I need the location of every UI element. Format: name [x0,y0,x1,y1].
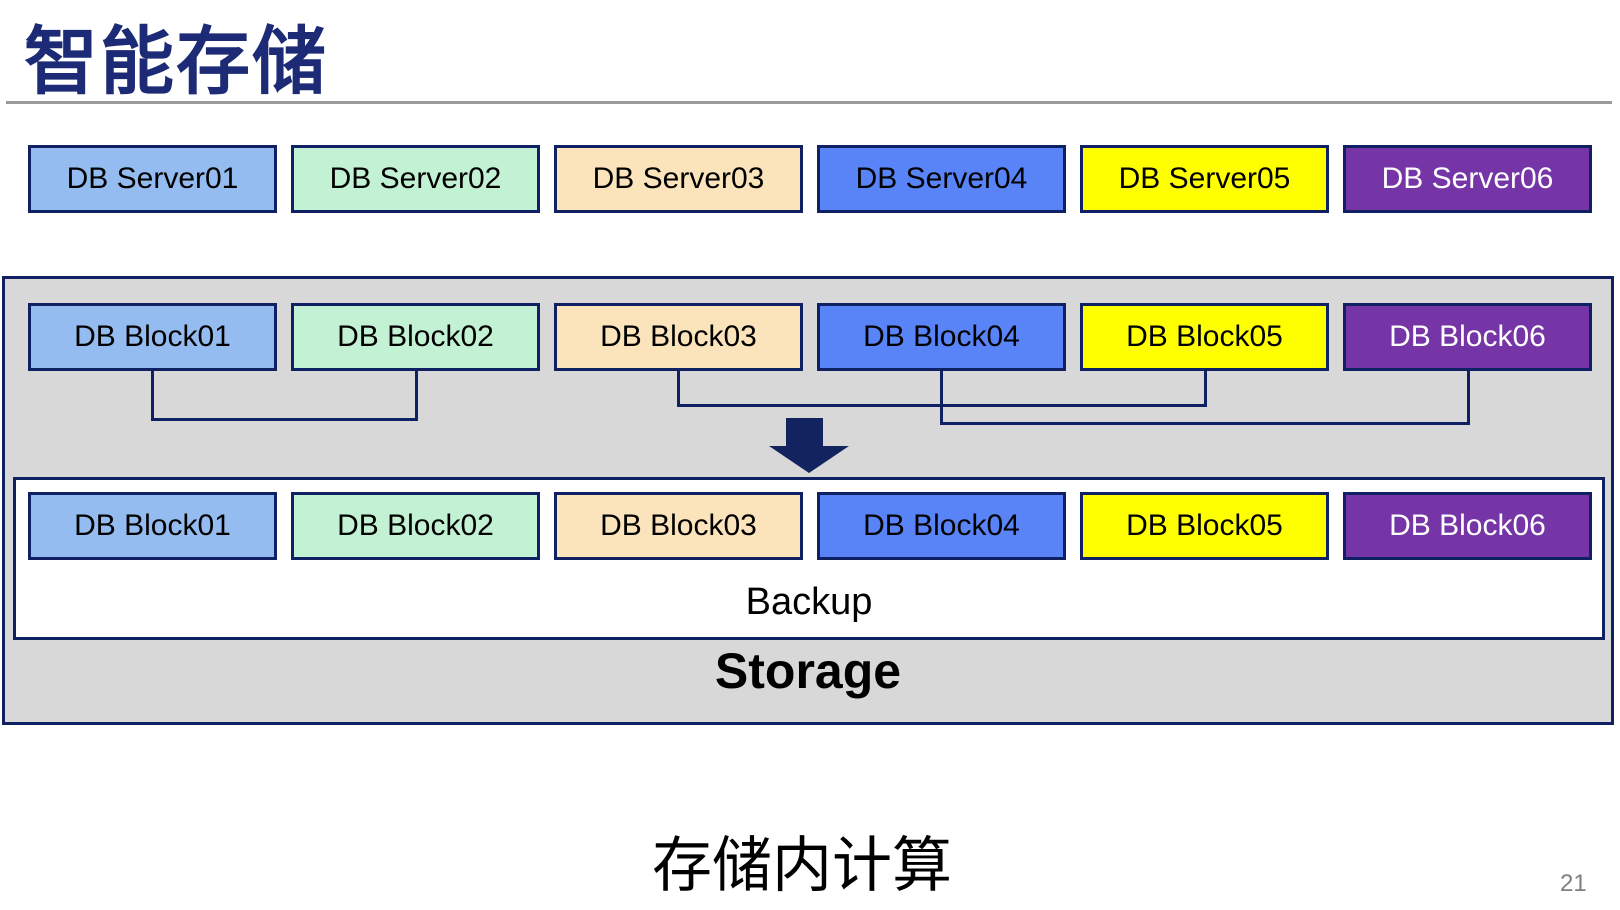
down-arrow-icon [769,446,849,473]
connector-bracket-block01-block02 [151,371,418,421]
backup-container [13,477,1605,640]
block-backup-box-5: DB Block05 [1080,492,1329,560]
down-arrow-icon [786,418,823,448]
block-backup-box-3: DB Block03 [554,492,803,560]
caption-line-1: 存储内计算 [652,832,952,899]
block-top-box-3: DB Block03 [554,303,803,371]
server-box-1: DB Server01 [28,145,277,213]
server-box-4: DB Server04 [817,145,1066,213]
server-box-3: DB Server03 [554,145,803,213]
server-box-6: DB Server06 [1343,145,1592,213]
block-top-box-6: DB Block06 [1343,303,1592,371]
block-top-box-4: DB Block04 [817,303,1066,371]
block-backup-box-6: DB Block06 [1343,492,1592,560]
block-top-box-2: DB Block02 [291,303,540,371]
block-backup-box-2: DB Block02 [291,492,540,560]
connector-bracket-block04-block06 [940,371,1470,425]
storage-label: Storage [714,643,902,699]
block-backup-box-4: DB Block04 [817,492,1066,560]
block-backup-box-1: DB Block01 [28,492,277,560]
server-box-5: DB Server05 [1080,145,1329,213]
page-number: 21 [1560,870,1587,897]
block-top-box-5: DB Block05 [1080,303,1329,371]
caption-text: 存储内计算 存储内备份 [0,746,1604,910]
backup-label: Backup [745,581,873,623]
title-divider [6,101,1612,104]
page-title: 智能存储 [24,20,328,103]
server-box-2: DB Server02 [291,145,540,213]
block-top-box-1: DB Block01 [28,303,277,371]
